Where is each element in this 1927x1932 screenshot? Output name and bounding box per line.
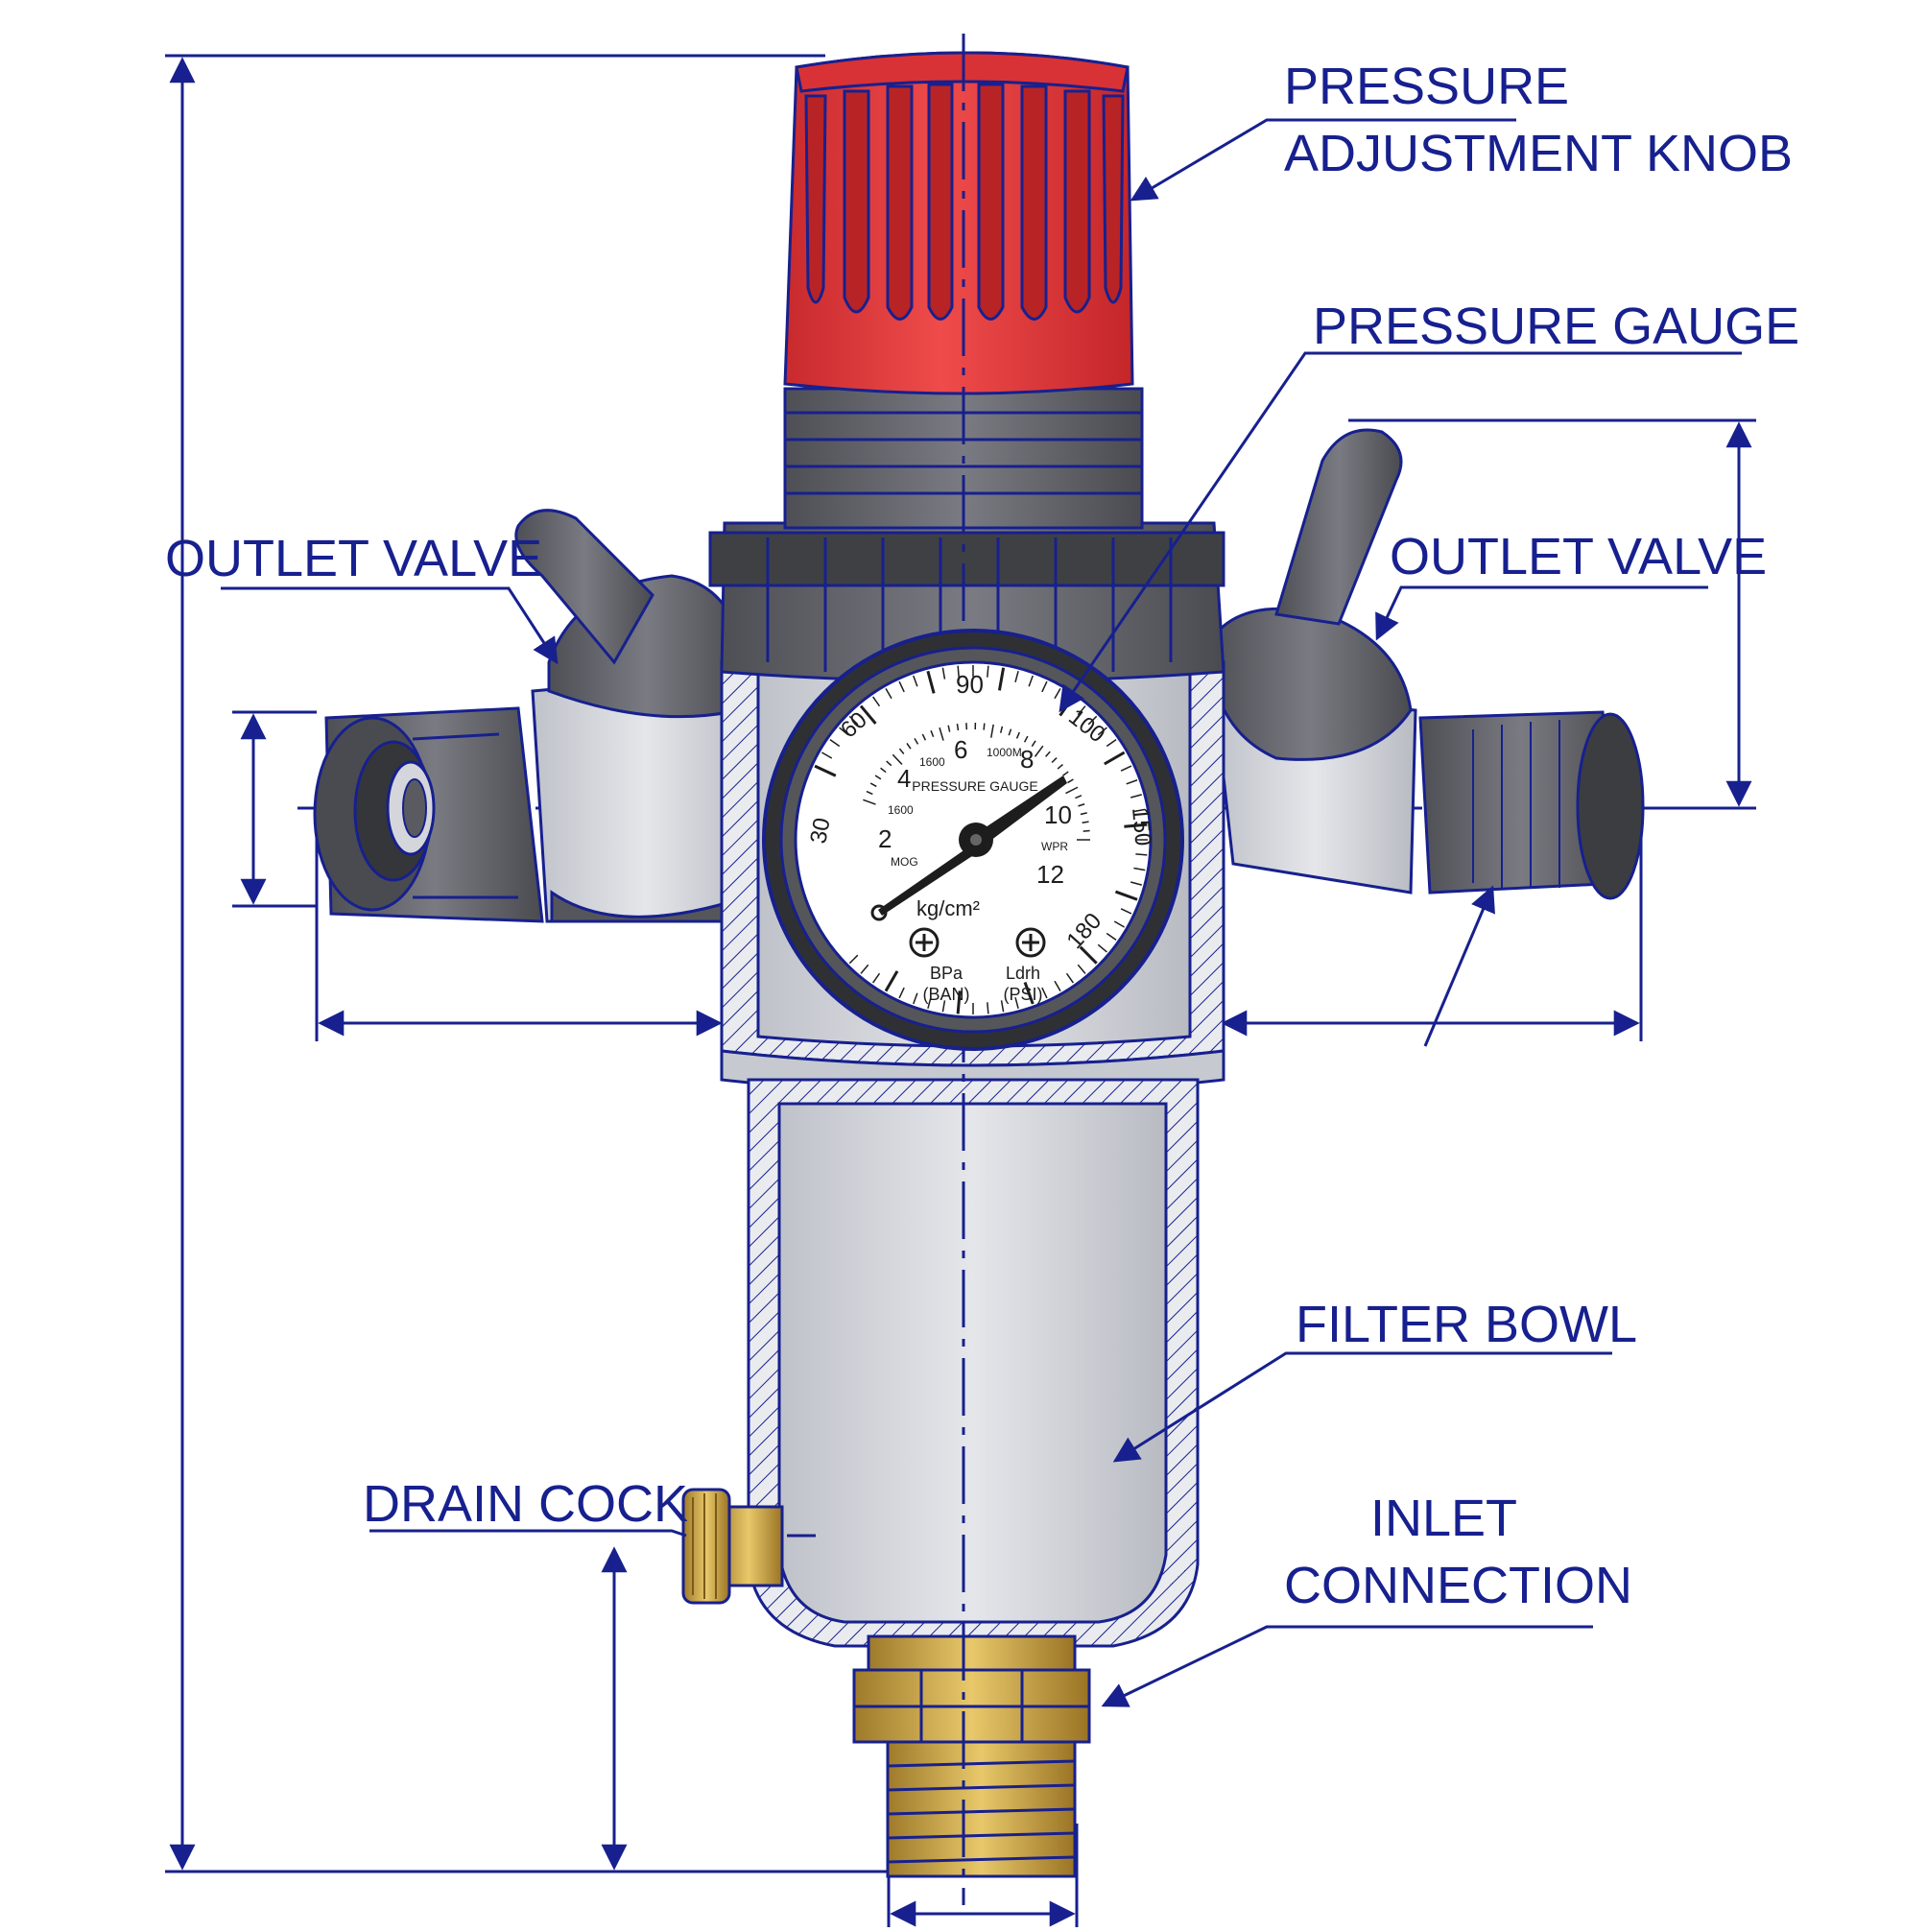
gauge-inner-tick (984, 724, 985, 730)
gauge-small-label-3: 1600 (888, 803, 914, 817)
gauge-small-label-1: 1600 (919, 755, 945, 769)
label-outlet-valve-right: OUTLET VALVE (1390, 528, 1767, 585)
gauge-inner-tick (1083, 831, 1090, 832)
gauge-unit-left-1: BPa (930, 964, 964, 983)
right-outlet-valve (1209, 430, 1643, 898)
gauge-unit: kg/cm² (916, 896, 980, 920)
label-inlet-line2: CONNECTION (1284, 1557, 1632, 1614)
gauge-inner-tick (957, 724, 958, 730)
gauge-inner-6: 6 (954, 735, 967, 764)
label-filter-bowl: FILTER BOWL (1296, 1296, 1637, 1353)
gauge-outer-30: 30 (805, 816, 835, 846)
gauge-outer-90: 90 (956, 670, 984, 699)
gauge-face-title: PRESSURE GAUGE (912, 778, 1037, 794)
gauge-inner-4: 4 (897, 764, 911, 793)
label-inlet-line1: INLET (1370, 1490, 1517, 1547)
gauge-tick (987, 1002, 988, 1014)
gauge-unit-right-2: (PSI) (1003, 985, 1042, 1004)
gauge-unit-right-1: Ldrh (1006, 964, 1040, 983)
gauge-inner-10: 10 (1044, 800, 1072, 829)
inlet-connection-icon (854, 1636, 1089, 1876)
label-drain-cock: DRAIN COCK (363, 1475, 688, 1533)
gauge-inner-12: 12 (1036, 860, 1064, 889)
gauge-unit-left-2: (BAN) (923, 985, 970, 1004)
gauge-inner-8: 8 (1020, 745, 1034, 774)
pressure-gauge-icon: 30 60 90 100 150 180 2 4 6 8 10 12 1600 … (764, 631, 1182, 1049)
gauge-tick (987, 666, 988, 678)
gauge-inner-tick (1082, 822, 1089, 823)
label-pressure-gauge: PRESSURE GAUGE (1313, 298, 1799, 355)
label-knob-line2: ADJUSTMENT KNOB (1284, 125, 1793, 182)
gauge-small-label-4: WPR (1041, 840, 1068, 853)
gauge-small-label-2: 1000M (987, 746, 1022, 759)
gauge-outer-150: 150 (1127, 806, 1155, 847)
gauge-small-label-5: MOG (891, 855, 918, 869)
gauge-inner-2: 2 (878, 824, 892, 853)
gauge-tick (1135, 854, 1147, 855)
pressure-adjustment-knob-icon (785, 53, 1132, 394)
label-knob-line1: PRESSURE (1284, 58, 1569, 115)
label-outlet-valve-left: OUTLET VALVE (165, 530, 542, 587)
